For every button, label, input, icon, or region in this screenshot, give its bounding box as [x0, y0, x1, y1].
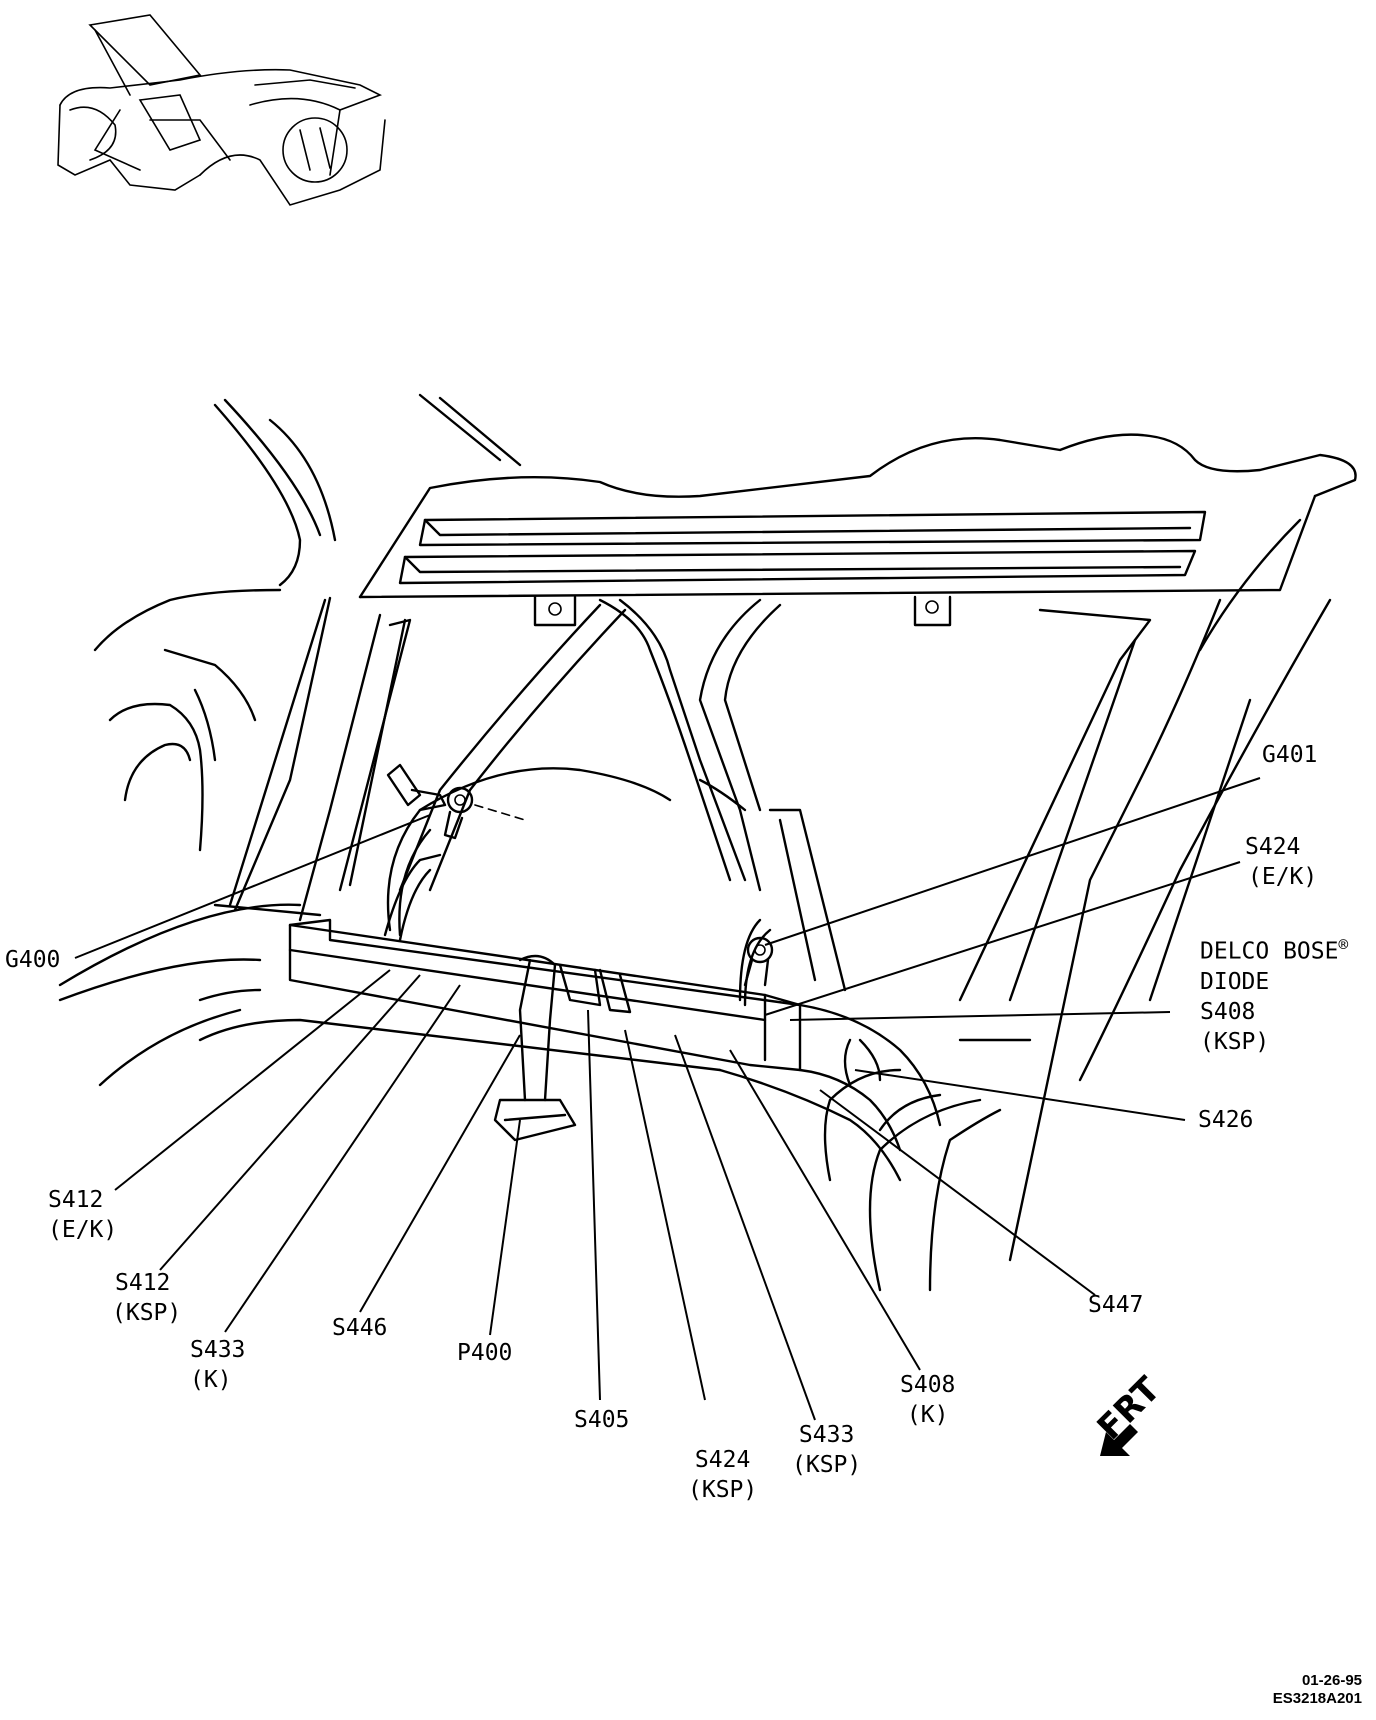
- delco-bose-variant: (KSP): [1200, 1028, 1270, 1055]
- label-variant: (E/K): [1248, 864, 1318, 890]
- rear-shelf: [358, 433, 1357, 627]
- ground-bolt-g400: [386, 763, 526, 840]
- label-code: S412: [115, 1270, 171, 1296]
- label-s433-k: S433 (K): [190, 1335, 245, 1395]
- label-variant: (E/K): [48, 1217, 118, 1243]
- figure-date: 01-26-95: [1301, 1672, 1362, 1689]
- label-s408-k: S408 (K): [900, 1370, 955, 1430]
- label-s426: S426: [1198, 1107, 1254, 1133]
- leader-lines: [74, 777, 1261, 1421]
- delco-bose-diode-label: DIODE: [1200, 968, 1270, 995]
- label-p400: P400: [457, 1340, 513, 1366]
- label-s412-ek: S412 (E/K): [48, 1185, 117, 1245]
- label-code: S424: [1245, 834, 1301, 860]
- car-locator-thumbnail: [57, 14, 386, 206]
- label-variant: (K): [906, 1402, 949, 1428]
- label-delco-bose-diode: DELCO BOSE® DIODE S408 (KSP): [1200, 930, 1348, 1057]
- label-variant: (KSP): [112, 1300, 182, 1326]
- label-code: S433: [190, 1337, 246, 1363]
- label-g401: G401: [1262, 742, 1318, 768]
- label-s447: S447: [1088, 1292, 1144, 1318]
- label-s424-ek: S424 (E/K): [1245, 832, 1317, 892]
- delco-bose-title: DELCO BOSE: [1200, 938, 1339, 965]
- figure-stamp: 01-26-95 ES3218A201: [1273, 1672, 1362, 1708]
- label-code: S424: [694, 1447, 751, 1473]
- label-s424-ksp: S424 (KSP): [688, 1445, 757, 1505]
- label-s405: S405: [574, 1407, 630, 1433]
- label-code: S408: [900, 1372, 956, 1398]
- label-variant: (K): [190, 1367, 232, 1393]
- label-variant: (KSP): [688, 1477, 758, 1503]
- label-variant: (KSP): [792, 1452, 862, 1478]
- label-code: S433: [798, 1422, 855, 1448]
- label-s433-ksp: S433 (KSP): [792, 1420, 861, 1480]
- ground-eyelet-g401: [743, 936, 774, 987]
- delco-bose-s408-code: S408: [1200, 998, 1256, 1025]
- label-code: S412: [48, 1187, 104, 1213]
- registered-mark: ®: [1338, 935, 1349, 954]
- label-s446: S446: [332, 1315, 388, 1341]
- body-structure: [58, 393, 1332, 1292]
- figure-id: ES3218A201: [1272, 1690, 1362, 1707]
- front-arrow-icon: [1100, 1424, 1138, 1456]
- label-g400: G400: [5, 947, 61, 973]
- label-s412-ksp: S412 (KSP): [112, 1268, 181, 1328]
